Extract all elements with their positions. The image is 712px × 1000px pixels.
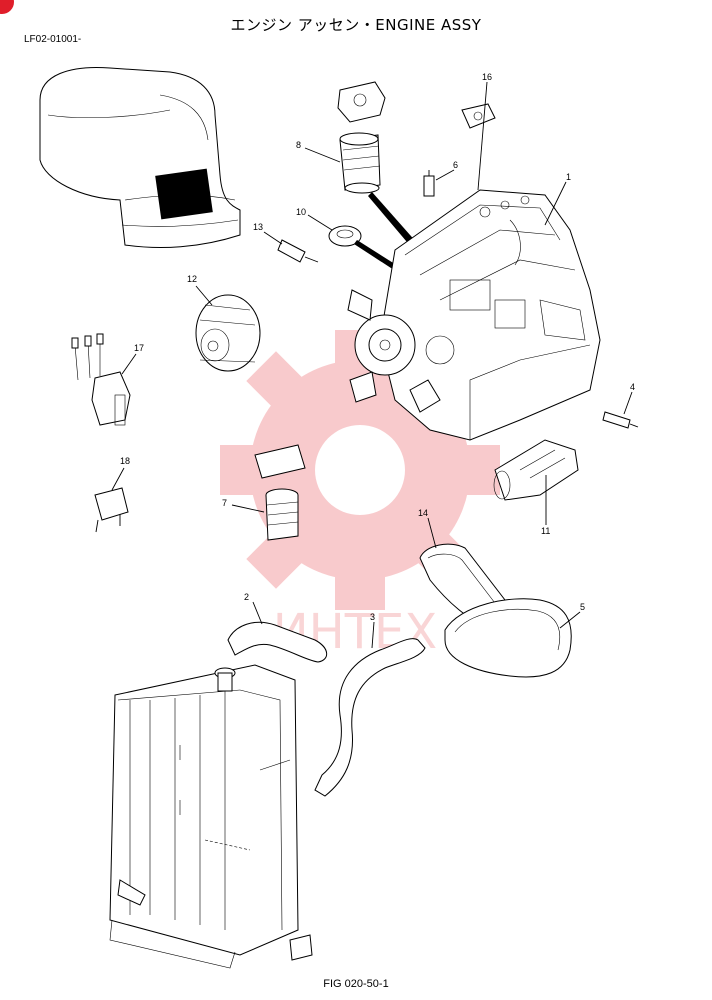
part-sender-13 [277, 239, 319, 263]
callout-5: 5 [580, 602, 585, 612]
part-fuel-filter-7 [254, 444, 306, 541]
part-thermostat-10 [328, 225, 362, 247]
callout-13: 13 [253, 222, 263, 232]
callout-1: 1 [566, 172, 571, 182]
callout-6: 6 [453, 160, 458, 170]
part-starter-11 [493, 439, 579, 501]
callout-17: 17 [134, 343, 144, 353]
seat-switch-block [155, 168, 213, 220]
callout-18: 18 [120, 456, 130, 466]
hose-upper-2 [227, 621, 328, 663]
part-relay-18 [94, 487, 129, 533]
callout-16: 16 [482, 72, 492, 82]
part-oil-filter-8 [339, 132, 381, 194]
model-code: LF02-01001- [24, 34, 82, 45]
callout-labels: 1 2 3 4 5 6 7 8 10 11 12 13 14 16 17 18 [120, 72, 635, 622]
part-relay-17 [71, 333, 131, 426]
callout-14: 14 [418, 508, 428, 518]
callout-12: 12 [187, 274, 197, 284]
callout-8: 8 [296, 140, 301, 150]
callout-7: 7 [222, 498, 227, 508]
hose-lower-3 [314, 638, 426, 797]
part-glow-plug-4 [602, 411, 639, 429]
part-sensor-6 [423, 170, 435, 197]
callout-3: 3 [370, 612, 375, 622]
engine-block [347, 189, 601, 441]
pointer-wedge-8 [368, 192, 418, 248]
belt-5 [444, 598, 572, 678]
operator-seat [39, 66, 241, 248]
part-alternator-12 [195, 294, 261, 372]
radiator-assembly [109, 664, 313, 969]
leader-lines [111, 81, 633, 649]
part-oil-cap-housing [337, 81, 496, 129]
callout-10: 10 [296, 207, 306, 217]
callout-11: 11 [541, 526, 550, 536]
pointer-wedge-10 [354, 240, 398, 270]
figure-number: FIG 020-50-1 [323, 978, 389, 990]
page-title: エンジン アッセン・ENGINE ASSY [230, 16, 482, 34]
callout-2: 2 [244, 592, 249, 602]
callout-4: 4 [630, 382, 635, 392]
